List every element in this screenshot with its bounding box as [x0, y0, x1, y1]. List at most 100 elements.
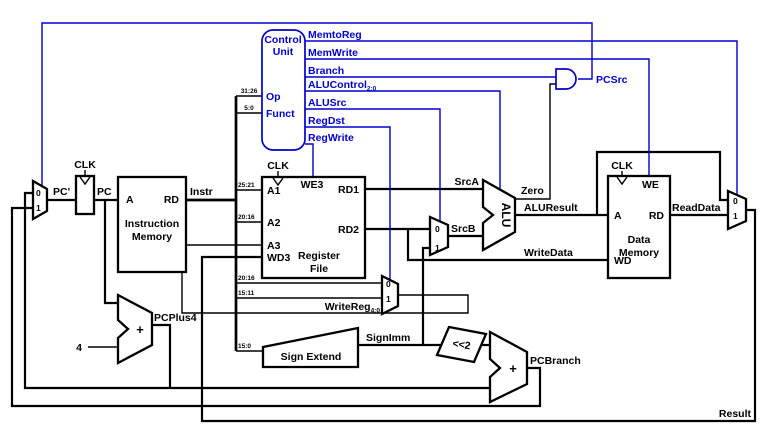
imem-port-rd: RD: [164, 194, 180, 206]
pc-mux-in0: 0: [36, 188, 41, 198]
control-unit: [261, 29, 306, 151]
imem-name2: Memory: [132, 231, 172, 243]
label-writereg-main: WriteReg: [325, 301, 371, 313]
clock-wedge-pc: [79, 170, 91, 186]
label-pcbranch: PCBranch: [530, 355, 581, 367]
writereg-mux-in0: 0: [386, 279, 391, 289]
slice-imm: 15:0: [238, 343, 251, 350]
regfile-port-a2: A2: [267, 217, 281, 229]
alu-name: ALU: [499, 203, 513, 228]
regfile-port-wd3: WD3: [267, 252, 290, 264]
slice-a1: 25:21: [238, 182, 255, 189]
label-aluresult: ALUResult: [524, 202, 578, 214]
alu-shape: [481, 178, 517, 252]
register-file: [260, 175, 367, 280]
label-instr: Instr: [190, 186, 213, 198]
wire-writedata: [406, 229, 608, 262]
label-srca: SrcA: [454, 176, 479, 188]
wire-signimm: [358, 246, 441, 347]
label-writedata: WriteData: [524, 247, 573, 259]
shift-left2-name: <<2: [452, 338, 472, 353]
wire-result: [200, 208, 757, 423]
label-memtoreg: MemtoReg: [308, 29, 362, 41]
label-pcsrc: PCSrc: [596, 74, 628, 86]
shift-left2: [435, 325, 488, 364]
label-pc-next: PC': [53, 186, 70, 198]
slice-funct: 5:0: [244, 105, 254, 112]
datapath-wires: [10, 83, 757, 423]
slice-op: 31:26: [241, 88, 258, 95]
pcplus4-adder-op: +: [136, 322, 144, 337]
pcbranch-adder-op: +: [509, 361, 517, 376]
clk-label-dmem: CLK: [611, 160, 633, 172]
regfile-name2: File: [310, 263, 328, 275]
label-readdata: ReadData: [672, 202, 721, 214]
imem-port-a: A: [126, 194, 134, 206]
wire-instr-bus: [186, 96, 238, 351]
dmem-name2: Memory: [619, 247, 659, 259]
srcb-mux: [428, 215, 450, 257]
control-port-op: Op: [266, 91, 281, 103]
slice-a2: 20:16: [238, 214, 255, 221]
label-const4: 4: [76, 342, 82, 354]
pcplus4-adder: [116, 293, 154, 365]
wire-aluresult-bypass: [595, 150, 728, 215]
label-writereg: WriteReg4:0: [325, 301, 381, 315]
imem-name1: Instruction: [125, 218, 179, 230]
wire-pcsrc: [41, 22, 593, 186]
wire-alucontrol: [305, 90, 501, 190]
regfile-port-we3: WE3: [301, 179, 324, 191]
control-wires: [41, 22, 738, 280]
slice-rt: 20:16: [238, 275, 255, 282]
control-port-funct: Funct: [266, 108, 295, 120]
dmem-port-a: A: [614, 210, 622, 222]
label-alucontrol-main: ALUControl: [308, 79, 367, 91]
label-alucontrol: ALUControl2:0: [308, 79, 377, 93]
wire-pcbranch: [10, 206, 542, 408]
regfile-name1: Register: [298, 250, 340, 262]
regfile-port-rd1: RD1: [338, 184, 359, 196]
control-unit-name2: Unit: [273, 46, 294, 58]
result-mux: [726, 189, 748, 231]
result-mux-in1: 1: [733, 211, 738, 221]
label-result: Result: [719, 408, 752, 420]
wire-regdst: [305, 126, 391, 280]
label-signimm: SignImm: [366, 332, 410, 344]
wire-zero: [515, 83, 556, 200]
clock-wedge-regfile: [272, 171, 284, 187]
clock-wedge-dmem: [616, 171, 628, 186]
branch-and-gate: [555, 68, 577, 90]
regfile-port-rd2: RD2: [338, 224, 359, 236]
labels: CLK CLK CLK PC' PC Instr 0 1 A RD Instru…: [36, 29, 751, 420]
clk-label-regfile: CLK: [267, 160, 289, 172]
writereg-mux: [380, 274, 400, 316]
label-memwrite: MemWrite: [308, 47, 358, 59]
slice-rd: 15:11: [238, 290, 255, 297]
sign-extend-name: Sign Extend: [281, 351, 342, 363]
label-pcplus4: PCPlus4: [154, 312, 197, 324]
clk-label-pc: CLK: [74, 159, 96, 171]
dmem-name1: Data: [628, 234, 651, 246]
label-writereg-sub: 4:0: [371, 308, 381, 315]
label-regdst: RegDst: [308, 115, 345, 127]
label-srcb: SrcB: [451, 223, 476, 235]
pc-mux-in1: 1: [36, 203, 41, 213]
wire-pcplus4: [23, 191, 490, 390]
wire-regwrite: [305, 143, 314, 177]
wire-writereg-loop: [181, 244, 469, 314]
pcbranch-adder: [488, 330, 529, 404]
srcb-mux-in0: 0: [435, 224, 440, 234]
srcb-mux-in1: 1: [435, 243, 440, 253]
sign-extend: [261, 326, 360, 369]
label-pc: PC: [97, 186, 112, 198]
control-unit-name1: Control: [264, 34, 301, 46]
label-regwrite: RegWrite: [308, 132, 354, 144]
regfile-port-a3: A3: [267, 240, 281, 252]
result-mux-in0: 0: [733, 196, 738, 206]
data-memory: [606, 174, 672, 280]
dmem-port-rd: RD: [649, 210, 665, 222]
wire-pc: [94, 198, 118, 305]
wire-memwrite: [305, 58, 650, 176]
